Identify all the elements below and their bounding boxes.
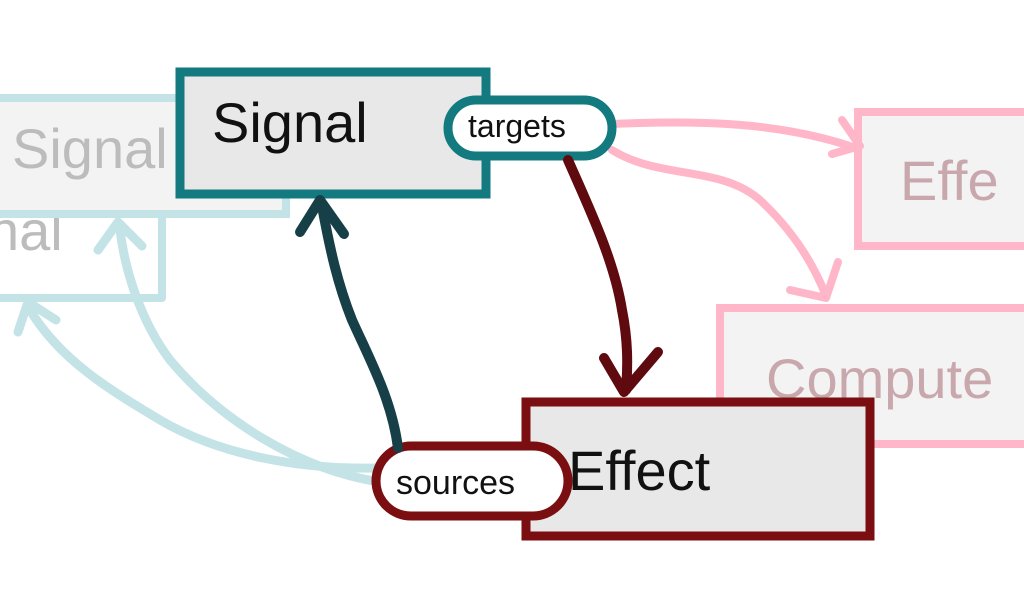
sources-arrow [295, 195, 403, 453]
ghost-targets-arrow-1-head [828, 116, 864, 158]
targets-badge-label: targets [468, 108, 566, 144]
ghost-sources-arrow-2-head [93, 217, 147, 255]
ghost-targets-arrow-2-head [786, 258, 842, 302]
arrow-up-icon [295, 195, 349, 239]
targets-arrow [563, 155, 663, 397]
targets-arrow-line [563, 155, 633, 395]
ghost-targets-arrow-1 [608, 118, 860, 152]
effect-node: Effect sources [371, 397, 875, 541]
ghost-effect-group: Effe Compute [608, 108, 1024, 448]
ghost-sources-arrow-2 [115, 225, 385, 487]
ghost-sources-arrow-1-head [13, 297, 61, 337]
effect-box [521, 397, 875, 541]
ghost-sources-arrow-1 [25, 305, 385, 473]
ghost-signal-group: nal Signal [0, 94, 385, 487]
ghost-effect-label: Effe [900, 149, 999, 212]
signal-box [175, 67, 491, 199]
arrow-down-icon [599, 347, 663, 397]
ghost-effect-box [854, 108, 1024, 250]
sources-badge-label: sources [396, 464, 515, 502]
sources-badge-outline [371, 441, 573, 521]
effect-label: Effect [568, 439, 711, 502]
signal-label: Signal [212, 91, 368, 154]
ghost-signal-label: Signal [12, 117, 168, 180]
sources-arrow-line [317, 201, 403, 453]
ghost-targets-arrow-2 [608, 146, 830, 300]
targets-badge-outline [443, 95, 617, 161]
signal-node: Signal targets [175, 67, 617, 199]
